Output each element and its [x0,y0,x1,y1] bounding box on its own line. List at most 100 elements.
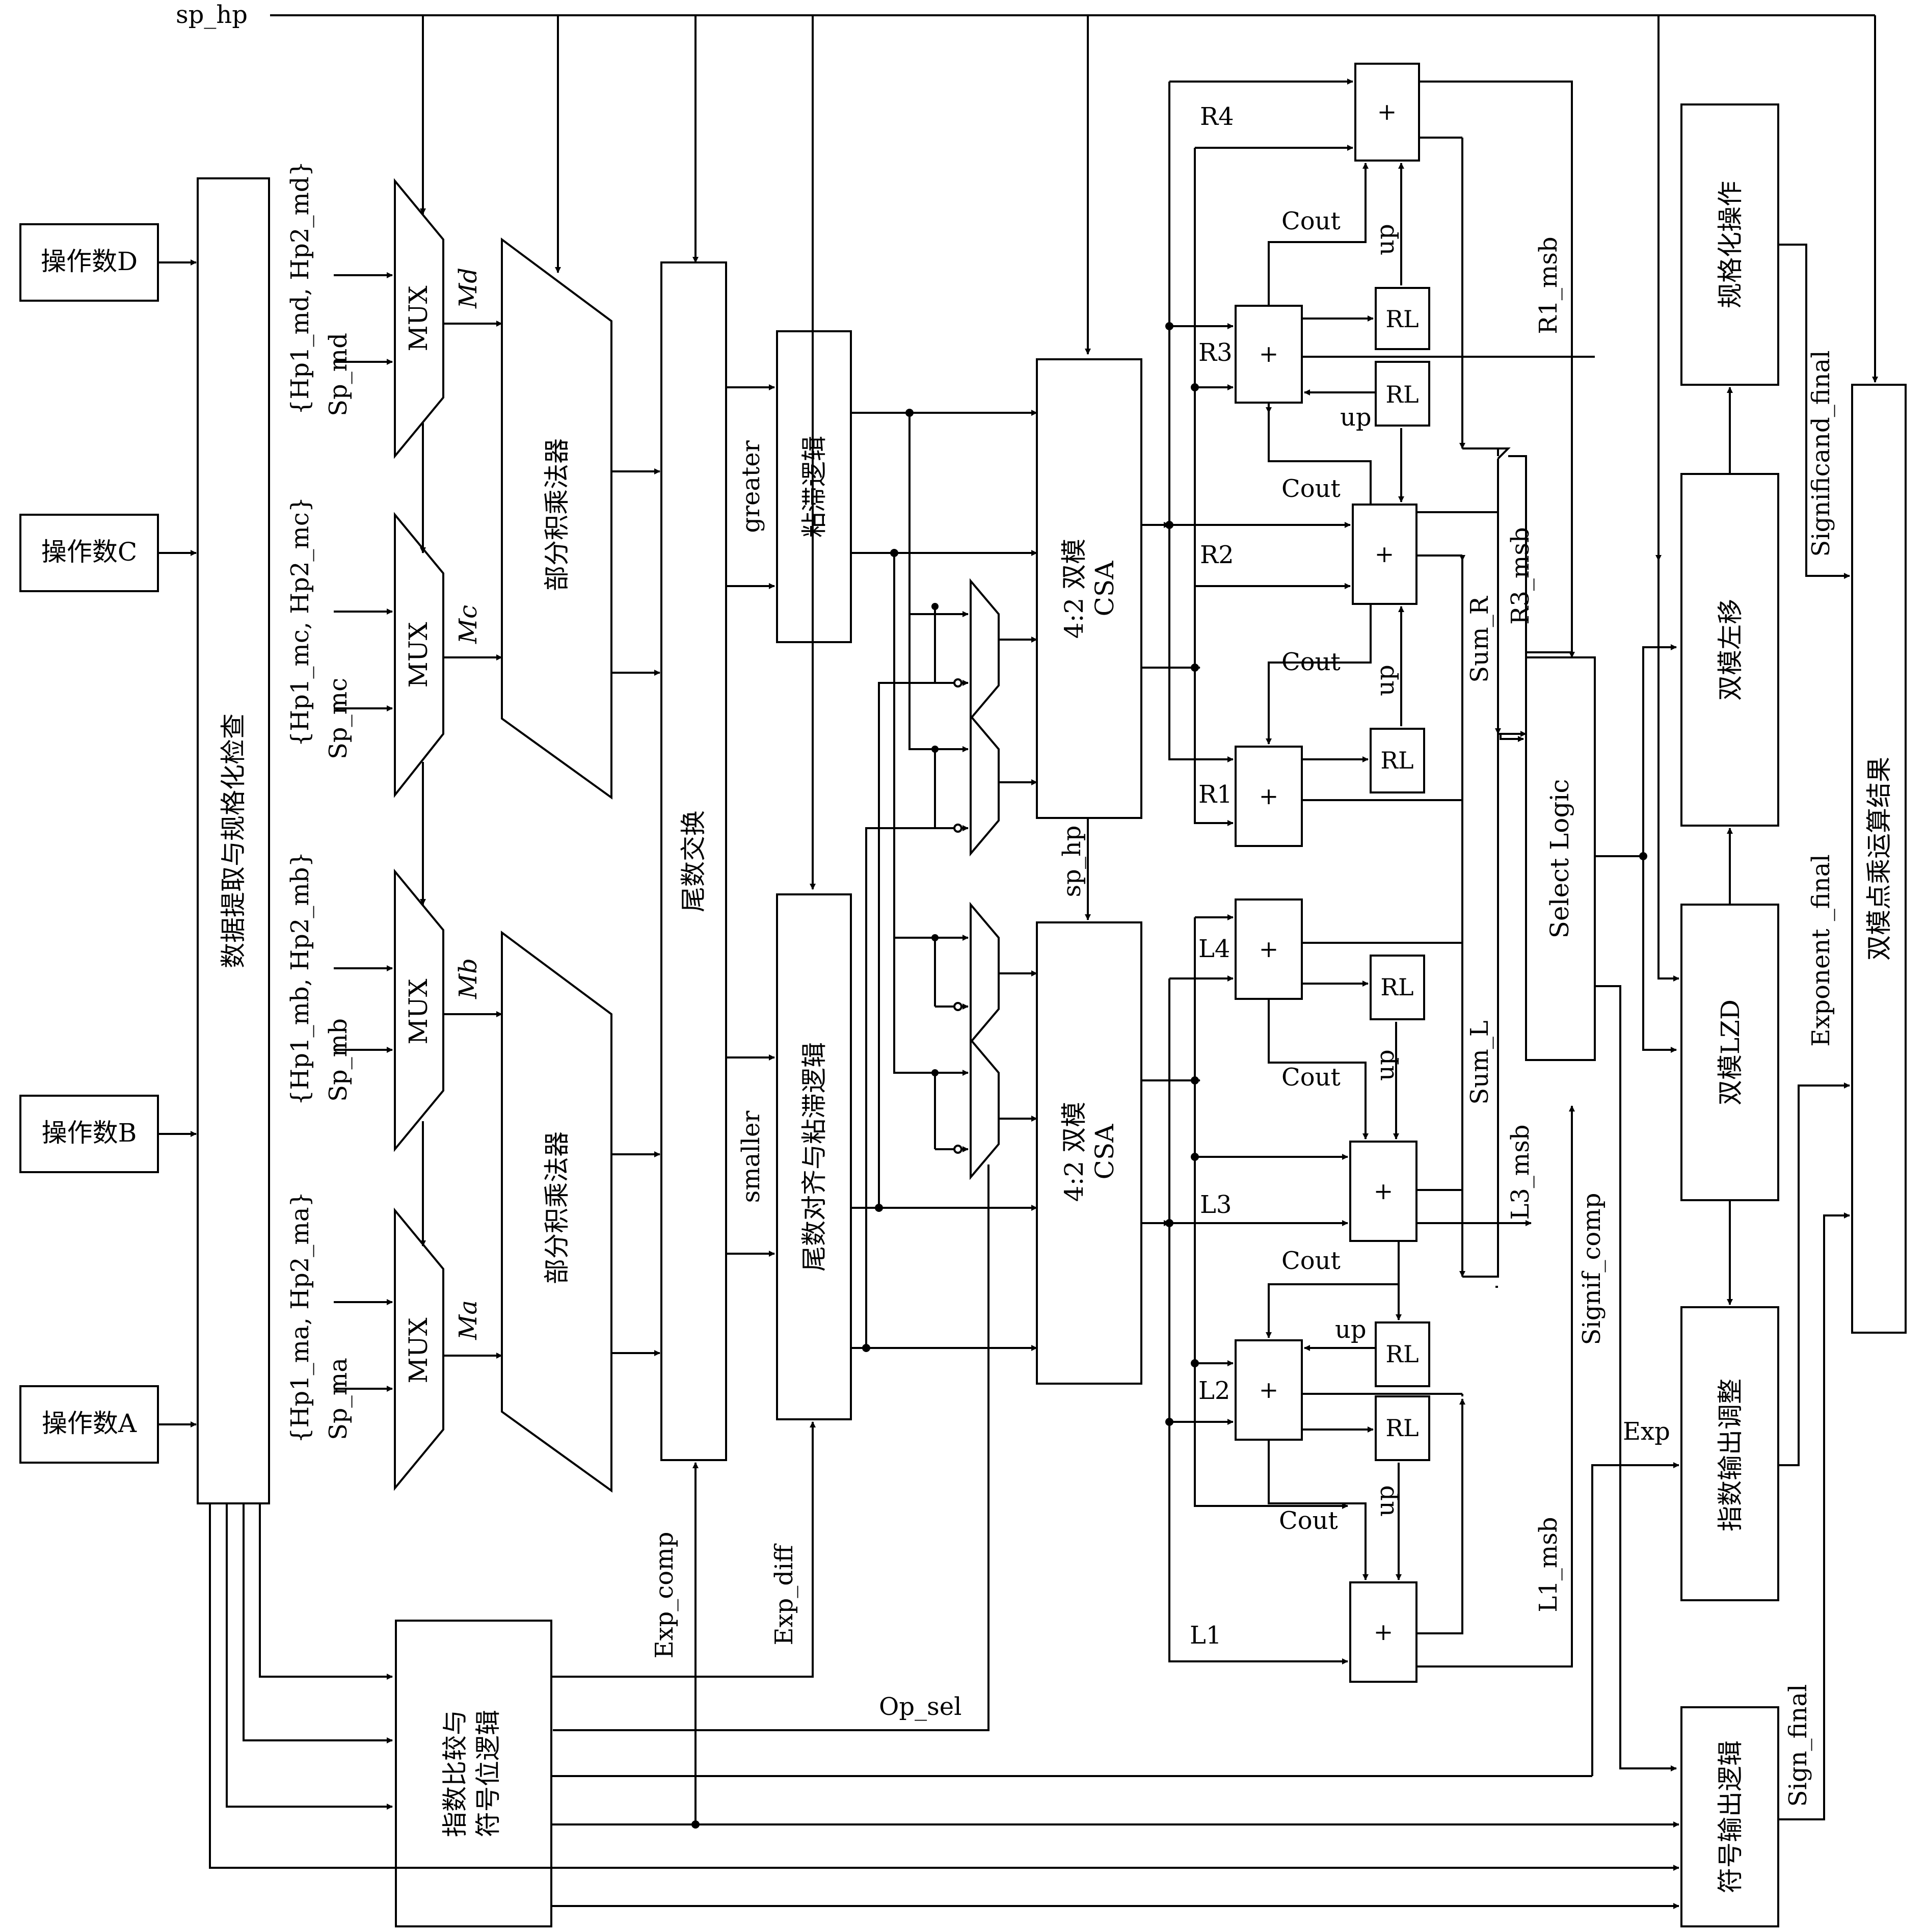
sign-out-label: 符号输出逻辑 [1716,1740,1745,1893]
mux-a-input-2: Sp_ma [324,1358,353,1440]
mux-c [394,512,444,798]
cout-r3-label: Cout [1281,207,1341,235]
junction-dots [691,322,1647,1829]
ppm-upper [501,237,612,800]
extract-block [197,177,270,1504]
exp-comp-label: Exp_comp [650,1532,679,1659]
exponent-final-label: Exponent _final [1807,854,1835,1046]
mux-d-input-1: {Hp1_md, Hp2_md} [286,161,314,415]
mux-b-input-2: Sp_mb [324,1018,353,1102]
small-mux-4 [970,1037,1000,1180]
operand-a-label: 操作数A [42,1409,137,1438]
swap-label: 尾数交换 [679,810,708,912]
l3-msb-label: L3_msb [1506,1124,1535,1220]
select-logic-label: Select Logic [1545,779,1574,939]
mux-a-output-label: Ma [454,1300,483,1340]
mux-a [394,1207,444,1491]
up-r3-label: up [1371,224,1400,255]
adder-l4-sign: + [1259,935,1279,963]
mux-c-label: MUX [404,622,433,687]
l1-msb-label: L1_msb [1534,1517,1563,1612]
sign-out-block [1680,1706,1779,1927]
mux-a-input-1: {Hp1_ma, Hp2_ma} [286,1192,314,1443]
greater-label: greater [737,440,765,533]
csa-upper [1036,358,1142,819]
up-l1-label: up [1371,1485,1400,1517]
r3-label: R3 [1198,338,1233,367]
lshift-label: 双模左移 [1716,599,1745,701]
mux-d-output-label: Md [454,268,483,309]
cout-l4-label: Cout [1281,1063,1341,1092]
l3-label: L3 [1200,1190,1232,1219]
rl-l2a-label: RL [1385,1340,1419,1368]
sp-hp-mid-label: sp_hp [1058,826,1086,897]
csa-lower-line1: 4:2 双模 [1059,1102,1089,1202]
expcmp-line1: 指数比较与 [440,1710,470,1837]
r3-msb-label: R3_msb [1506,527,1535,625]
adder-l3-sign: + [1374,1177,1394,1205]
exp-label: Exp [1623,1417,1670,1446]
align-label: 尾数对齐与粘滞逻辑 [799,1042,829,1272]
up-r2-label: up [1371,665,1400,696]
adder-r1-sign: + [1259,782,1279,810]
rl-r1 [1370,728,1425,793]
cout-r2-label: Cout [1281,474,1341,503]
adder-l3 [1349,1141,1417,1242]
cout-r1-label: Cout [1281,648,1341,676]
exp-adj-label: 指数输出调整 [1716,1379,1745,1531]
rl-l4 [1370,955,1425,1020]
operand-b-label: 操作数B [42,1118,137,1148]
adder-r2 [1352,504,1417,605]
rl-l2b-label: RL [1385,1414,1419,1442]
adder-r4 [1354,63,1420,162]
rl-r3a [1375,287,1430,350]
op-sel-label: Op_sel [879,1692,961,1721]
adder-r4-sign: + [1377,98,1397,125]
sticky-label: 粘滞逻辑 [799,436,829,538]
expcmp-line2: 符号位逻辑 [473,1710,503,1837]
ppm-lower [501,931,612,1493]
mux-a-label: MUX [404,1317,433,1383]
up-l4-label: up [1371,1049,1400,1081]
mux-b-output-label: Mb [454,958,483,999]
rl-r3b [1375,361,1430,427]
csa-lower [1036,921,1142,1385]
lzd-label: 双模LZD [1716,999,1745,1105]
mux-b [394,868,444,1152]
up-r3b-label: up [1340,403,1372,432]
rl-r1-label: RL [1380,747,1413,774]
up-l2-label: up [1335,1315,1367,1344]
mux-c-output-label: Mc [454,605,483,644]
rl-l2a [1375,1321,1430,1387]
result-block [1851,384,1907,1334]
signif-comp-label: Signif_comp [1577,1193,1606,1345]
csa-upper-line2: CSA [1090,561,1119,617]
rl-r3b-label: RL [1385,381,1419,408]
l1-label: L1 [1190,1621,1221,1650]
sum-l-label: Sum_L [1465,1020,1494,1104]
r2-label: R2 [1200,541,1234,569]
mux-c-input-2: Sp_mc [324,678,353,759]
l2-label: L2 [1198,1377,1230,1405]
rl-r3a-label: RL [1385,305,1419,333]
r1-msb-label: R1_msb [1534,236,1563,334]
mux-c-input-1: {Hp1_mc, Hp2_mc} [286,497,314,747]
r1-label: R1 [1198,780,1233,809]
small-mux-1 [970,578,1000,722]
rl-l4-label: RL [1380,973,1413,1001]
cout-l2-label: Cout [1281,1247,1341,1275]
operand-c-label: 操作数C [41,537,137,567]
mux-b-label: MUX [404,978,433,1044]
sp-hp-top-label: sp_hp [176,1,248,29]
extract-label: 数据提取与规格化检查 [219,713,248,968]
mux-d-input-2: Sp_md [324,333,353,416]
normalize-label: 规格化操作 [1716,181,1745,308]
sign-final-label: Sign_final [1784,1684,1812,1807]
adder-l1-sign: + [1374,1618,1394,1646]
mux-d [394,178,444,459]
exp-compare-block [395,1620,552,1927]
adder-r1 [1235,746,1303,847]
select-logic-block [1525,656,1596,1061]
l4-label: L4 [1198,935,1230,963]
